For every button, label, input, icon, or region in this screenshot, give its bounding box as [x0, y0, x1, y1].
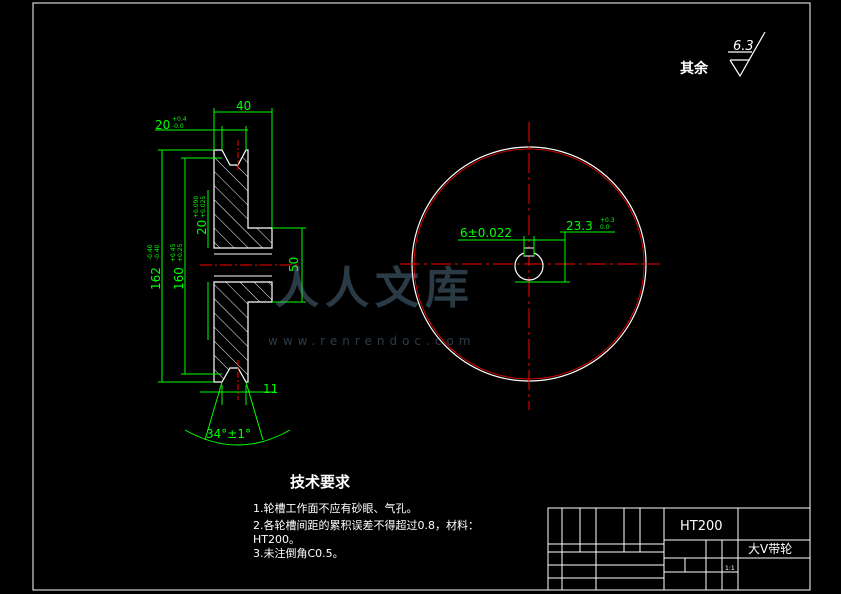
- dim-keyway: 6±0.022: [460, 226, 512, 240]
- dim-hub-bore-tol-lower: +0.025: [200, 196, 207, 218]
- pulley-section-view: [200, 140, 300, 400]
- dim-outer-dia: 162: [149, 267, 163, 290]
- dim-groove-tol-upper: +0.4: [172, 116, 187, 123]
- dim-pitch-dia: 160: [172, 267, 186, 290]
- requirement-item: 2.各轮槽间距的累积误差不得超过0.8，材料：: [253, 519, 479, 532]
- requirement-item: HT200。: [253, 533, 300, 546]
- dim-outer-dia-tol-lower: -0.40: [154, 244, 161, 260]
- roughness-label: 其余: [680, 60, 709, 77]
- requirements-title: 技术要求: [290, 473, 351, 491]
- requirement-item: 1.轮槽工作面不应有砂眼、气孔。: [253, 502, 418, 515]
- requirement-item: 3.未注倒角C0.5。: [253, 547, 344, 560]
- dim-angle: 34°±1°: [206, 427, 251, 441]
- dim-outer-dia-tol-upper: -0.40: [147, 244, 154, 260]
- dim-key-depth-tol-lower: 0.0: [600, 224, 610, 231]
- dim-groove: 20: [155, 118, 170, 132]
- material-label: HT200: [680, 519, 723, 534]
- roughness-symbol: [728, 31, 766, 78]
- watermark-url: www.renrendoc.com: [268, 334, 476, 348]
- pulley-front-view: [400, 122, 660, 410]
- dim-pitch-dia-tol-upper: +0.45: [170, 243, 177, 262]
- dim-hub-bore-tol-upper: +0.090: [193, 196, 200, 218]
- dim-groove-tol-lower: -0.0: [172, 123, 184, 130]
- watermark-logo: 人人文库: [275, 263, 475, 314]
- dim-web: 11: [263, 382, 278, 396]
- drawing-frame: [32, 2, 811, 591]
- dim-key-depth-tol-upper: +0.3: [600, 217, 615, 224]
- roughness-value: 6.3: [733, 39, 754, 54]
- dim-width-top: 40: [236, 99, 251, 113]
- part-name: 大V带轮: [748, 542, 792, 556]
- title-block: [547, 507, 811, 591]
- dimension-lines: [155, 108, 306, 446]
- front-dimension-lines: [458, 231, 615, 283]
- dim-hub-dia: 50: [287, 257, 301, 272]
- scale-value: 1:1: [725, 565, 735, 572]
- dim-key-depth: 23.3: [566, 219, 593, 233]
- dim-hub-bore: 20: [195, 220, 209, 235]
- dim-pitch-dia-tol-lower: +0.25: [177, 243, 184, 262]
